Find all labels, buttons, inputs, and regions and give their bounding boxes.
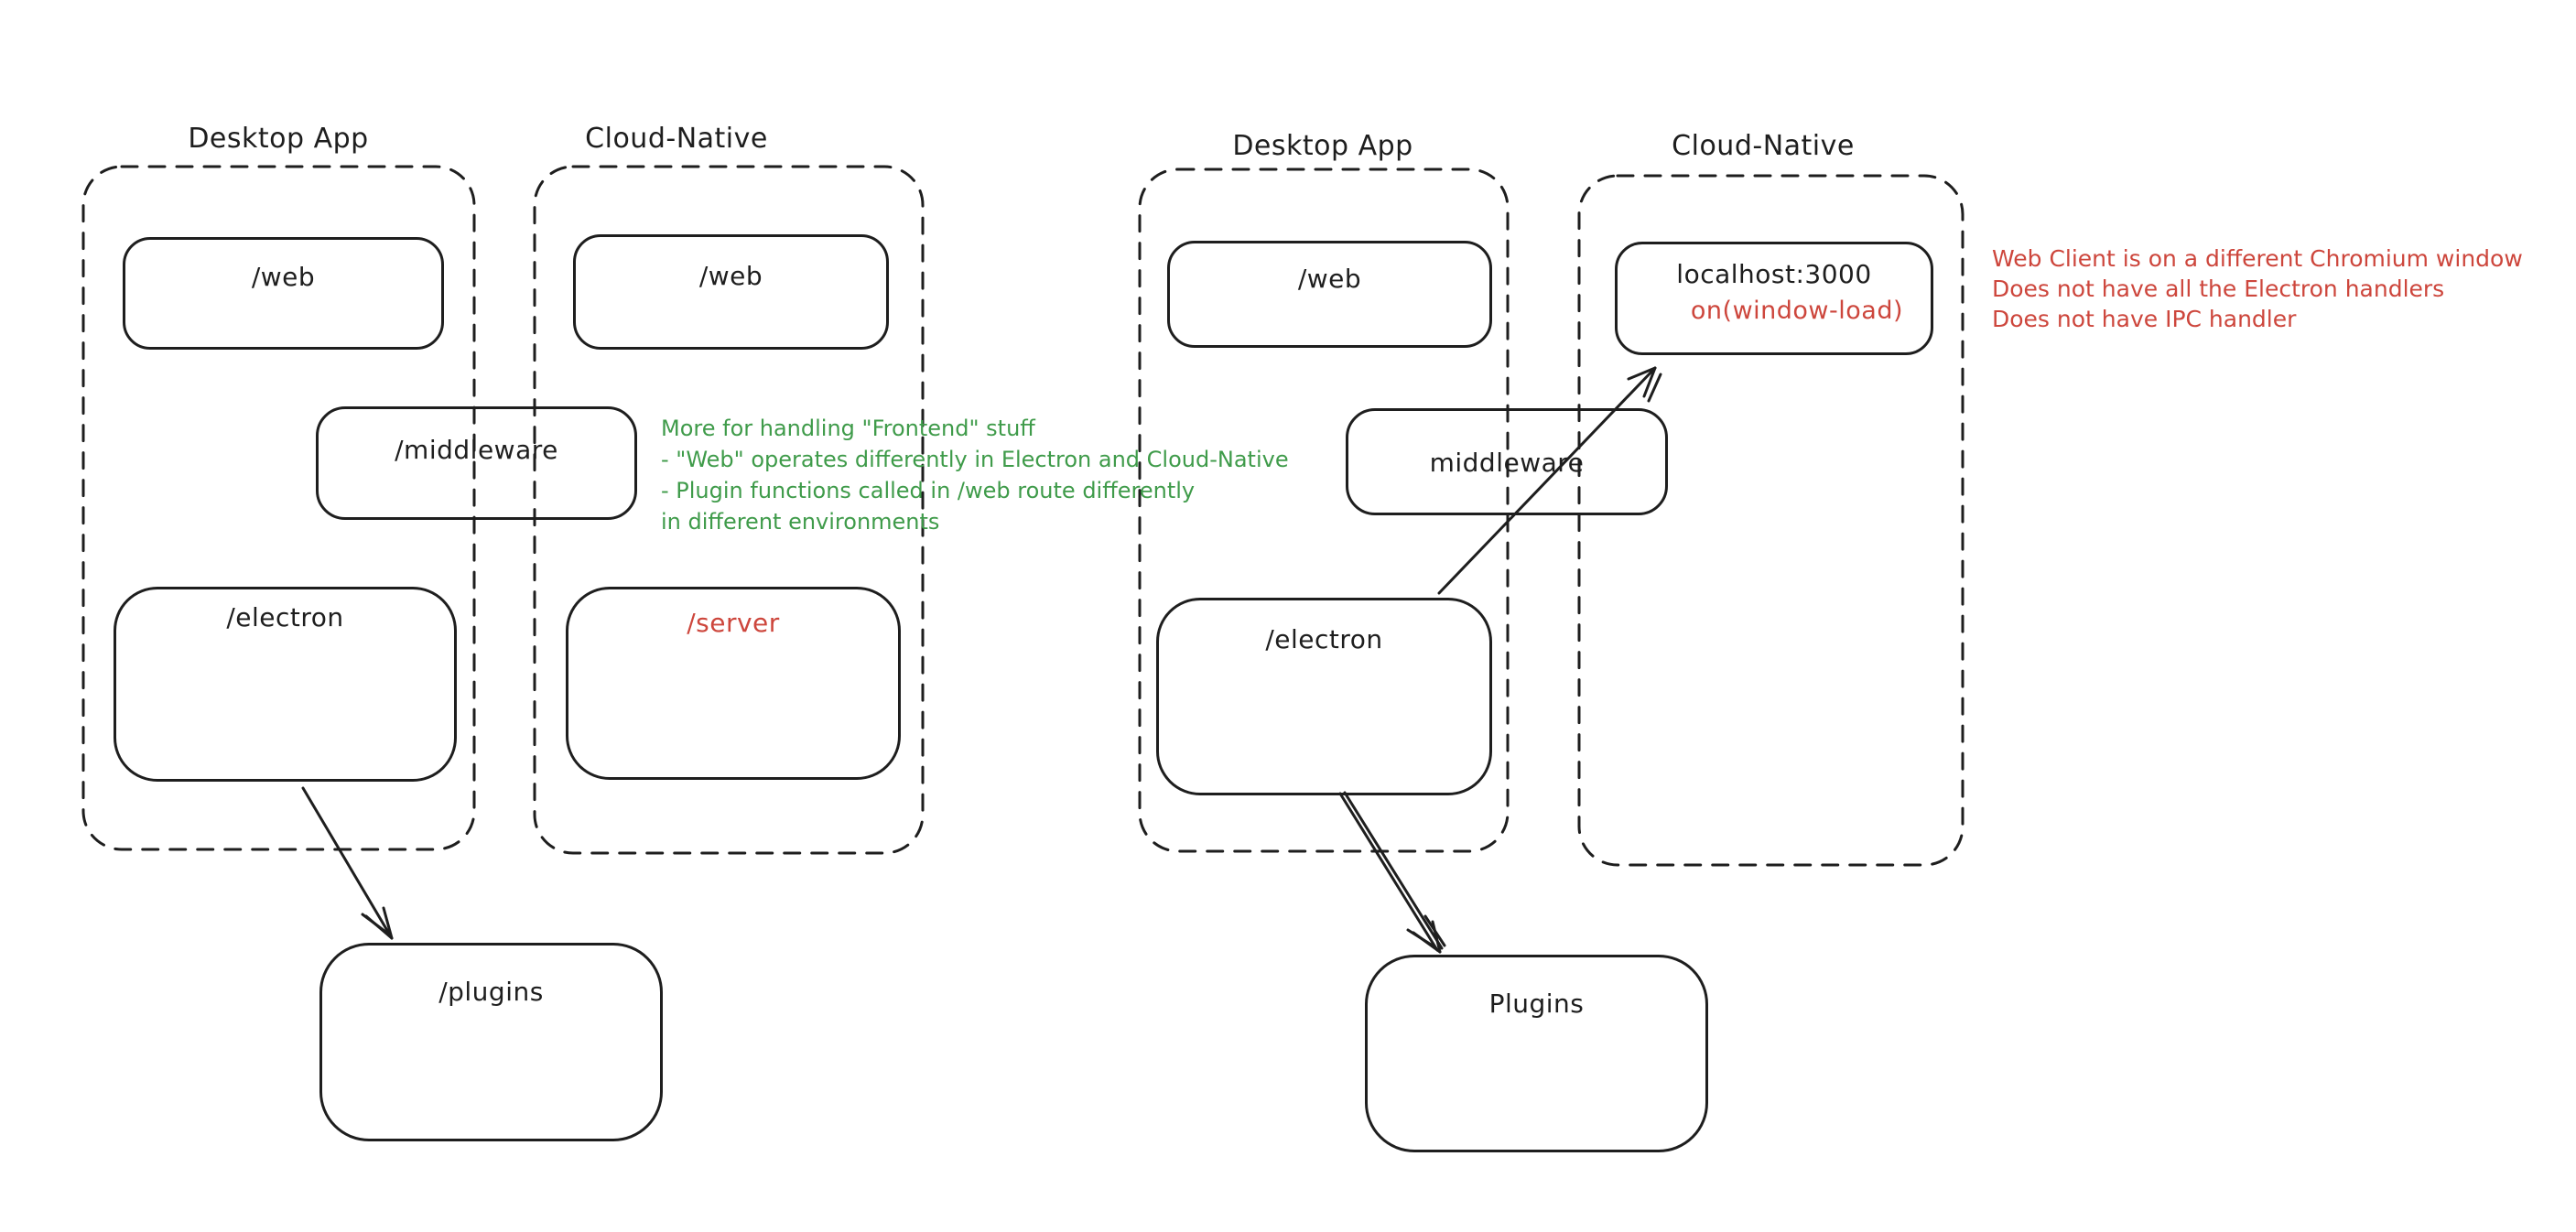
box-web-desktop-left-label: /web xyxy=(251,262,316,292)
box-electron-right[interactable]: /electron xyxy=(1156,598,1492,795)
box-server-left[interactable]: /server xyxy=(566,587,901,780)
green-note-line-1: More for handling "Frontend" stuff xyxy=(661,416,1035,441)
red-note[interactable]: Web Client is on a different Chromium wi… xyxy=(1992,243,2523,334)
box-electron-right-label: /electron xyxy=(1265,624,1383,654)
arrow-electron-to-plugins-left[interactable] xyxy=(301,786,394,940)
box-plugins-right-label: Plugins xyxy=(1488,989,1585,1019)
red-note-line-1: Web Client is on a different Chromium wi… xyxy=(1992,245,2523,272)
red-note-line-2: Does not have all the Electron handlers xyxy=(1992,276,2445,302)
box-middleware-right-label: middleware xyxy=(1429,448,1585,478)
green-note[interactable]: More for handling "Frontend" stuff - "We… xyxy=(661,413,1289,537)
box-web-cloud-left[interactable]: /web xyxy=(573,234,889,350)
box-plugins-left-label: /plugins xyxy=(438,977,544,1007)
box-middleware-right[interactable]: middleware xyxy=(1346,408,1668,515)
group-title-desktop-app-right[interactable]: Desktop App xyxy=(1232,130,1413,162)
box-plugins-right[interactable]: Plugins xyxy=(1365,955,1708,1152)
box-plugins-left[interactable]: /plugins xyxy=(319,943,663,1141)
box-web-desktop-right[interactable]: /web xyxy=(1167,241,1492,348)
group-title-desktop-app-left[interactable]: Desktop App xyxy=(188,123,369,155)
box-server-left-label: /server xyxy=(687,608,780,638)
group-title-cloud-native-left[interactable]: Cloud-Native xyxy=(585,123,768,155)
green-note-line-3: - Plugin functions called in /web route … xyxy=(661,478,1196,503)
box-middleware-left[interactable]: /middleware xyxy=(316,406,637,520)
box-web-cloud-left-label: /web xyxy=(698,261,763,291)
green-note-line-4: in different environments xyxy=(661,509,940,535)
group-title-cloud-native-right[interactable]: Cloud-Native xyxy=(1672,130,1855,162)
box-web-desktop-right-label: /web xyxy=(1297,264,1362,294)
green-note-line-2: - "Web" operates differently in Electron… xyxy=(661,447,1289,472)
box-localhost-3000-label: localhost:3000 xyxy=(1676,259,1872,289)
arrow-electron-to-plugins-right[interactable] xyxy=(1338,791,1446,954)
box-electron-left[interactable]: /electron xyxy=(114,587,457,782)
box-localhost-3000[interactable]: localhost:3000 on(window-load) xyxy=(1615,242,1933,355)
box-middleware-left-label: /middleware xyxy=(395,435,558,465)
box-electron-left-label: /electron xyxy=(226,602,344,632)
red-note-line-3: Does not have IPC handler xyxy=(1992,306,2297,332)
on-window-load-label: on(window-load) xyxy=(1690,297,1903,325)
box-web-desktop-left[interactable]: /web xyxy=(123,237,444,350)
